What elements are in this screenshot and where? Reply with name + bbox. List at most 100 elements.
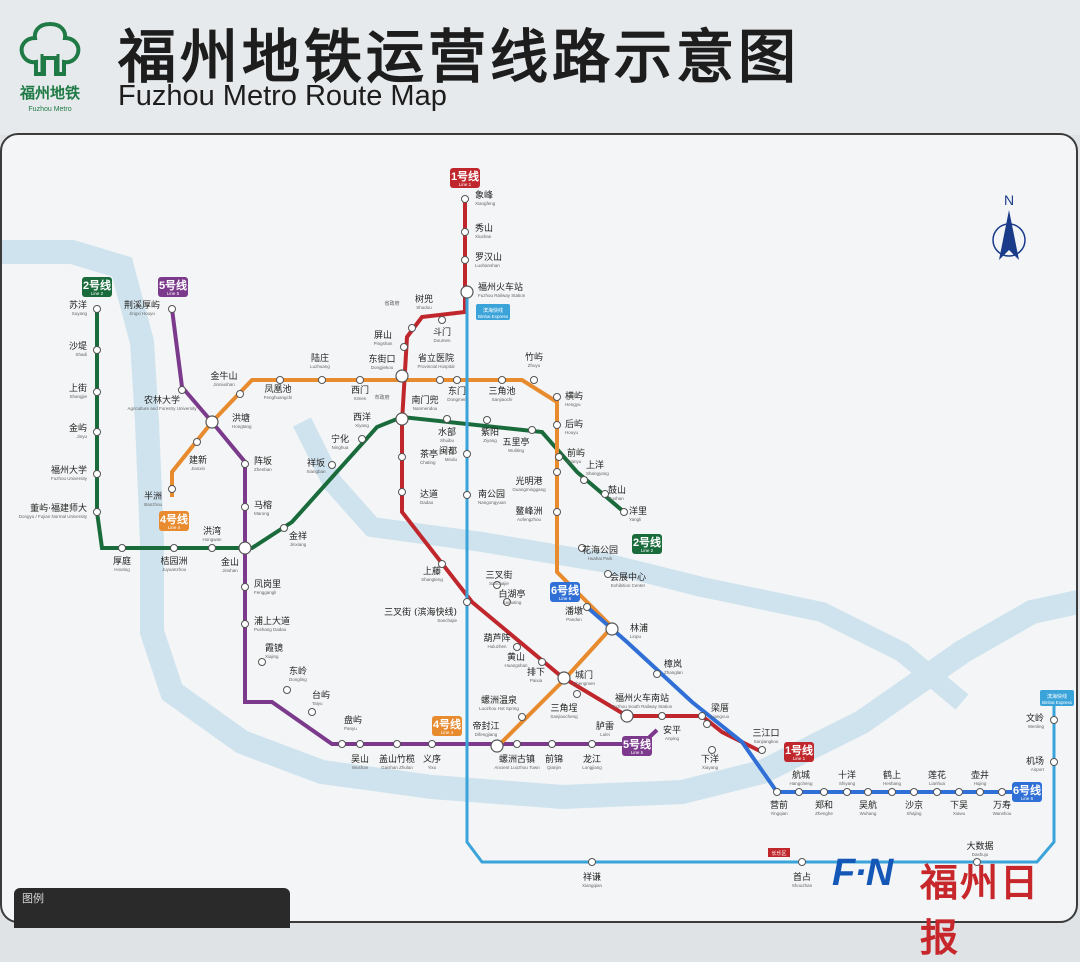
svg-text:Shadi: Shadi xyxy=(75,352,87,357)
logo-text: 福州地铁 xyxy=(19,84,80,102)
line5-badge-start: 5号线 Line 5 xyxy=(158,277,188,297)
legend-label: 图例 xyxy=(22,892,44,905)
svg-text:Linpu: Linpu xyxy=(630,634,642,639)
svg-text:Zhenban: Zhenban xyxy=(254,467,272,472)
svg-text:Ziyang: Ziyang xyxy=(483,438,497,443)
line1-badge-top: 1号线 Line 1 xyxy=(450,168,480,188)
station-label: 福州大学 xyxy=(51,464,87,476)
svg-text:Xiangban: Xiangban xyxy=(306,469,326,474)
airport-express-track xyxy=(465,292,1056,864)
station-label: 首占 xyxy=(793,871,811,883)
svg-text:Dadao: Dadao xyxy=(420,500,434,505)
svg-text:Dongmen: Dongmen xyxy=(447,397,467,402)
svg-text:Luzhuang: Luzhuang xyxy=(310,364,330,369)
svg-text:Dongjiekou: Dongjiekou xyxy=(371,365,394,370)
svg-text:Line 6: Line 6 xyxy=(1021,796,1034,801)
station-label: 农林大学 xyxy=(144,394,180,406)
station-label: 金山 xyxy=(221,556,239,568)
station-label: 白湖亭 xyxy=(498,588,525,600)
svg-text:Sanchajie: Sanchajie xyxy=(437,618,457,623)
station-label: 南公园 xyxy=(478,488,505,500)
station-label: 龙江 xyxy=(583,753,601,765)
svg-text:Line 5: Line 5 xyxy=(167,291,180,296)
station-label: 鳌峰洲 xyxy=(515,505,542,517)
svg-text:Pingshan: Pingshan xyxy=(374,341,393,346)
station-label: 会展中心 xyxy=(610,571,646,583)
svg-text:Guangminggang: Guangminggang xyxy=(512,487,546,492)
legend-panel: 图例 xyxy=(14,888,290,928)
station-label: 凤凰池 xyxy=(264,383,291,395)
svg-text:Exhibition Center: Exhibition Center xyxy=(611,583,646,588)
svg-text:Gaishan Zhulan: Gaishan Zhulan xyxy=(381,765,413,770)
svg-text:Jianxin: Jianxin xyxy=(191,466,206,471)
svg-text:Difengjiang: Difengjiang xyxy=(475,732,498,737)
station-label: 洪塘 xyxy=(232,412,250,424)
station-label: 水部 xyxy=(438,426,456,438)
station-label: 三角埕 xyxy=(550,702,577,714)
svg-text:Provincial Hospital: Provincial Hospital xyxy=(417,364,454,369)
line4-badge-end: 4号线 Line 4 xyxy=(432,716,462,736)
station-label: 帝封江 xyxy=(472,720,499,732)
line5-badge-end: 5号线 Line 5 xyxy=(622,736,652,756)
station-label: 上街 xyxy=(69,382,87,394)
svg-text:Xiushan: Xiushan xyxy=(475,234,492,239)
station-label: 竹屿 xyxy=(525,351,543,363)
airport-express-badge-top: 滨海快线 Binhai Express xyxy=(476,304,510,320)
transfer-markers xyxy=(205,285,634,753)
station-label: 桔园洲 xyxy=(160,555,187,567)
newspaper-watermark: F·N 福州日报 xyxy=(832,852,1072,960)
svg-text:Nanmendou: Nanmendou xyxy=(413,406,438,411)
station-label: 螺洲温泉 xyxy=(481,694,517,706)
svg-text:Lulei: Lulei xyxy=(600,732,610,737)
svg-text:Line 2: Line 2 xyxy=(641,548,654,553)
logo-subtext: Fuzhou Metro xyxy=(28,106,71,113)
station-dots xyxy=(93,195,1058,866)
svg-text:Agriculture and Forestry Unive: Agriculture and Forestry University xyxy=(127,406,197,411)
svg-text:2号线: 2号线 xyxy=(83,278,111,292)
svg-text:Jinxiang: Jinxiang xyxy=(290,542,307,547)
svg-text:2号线: 2号线 xyxy=(633,535,661,549)
station-label: 苏洋 xyxy=(69,299,87,311)
svg-text:Ximen: Ximen xyxy=(354,396,367,401)
svg-text:Line 5: Line 5 xyxy=(631,750,644,755)
line1-track xyxy=(400,197,763,754)
station-label: 排下 xyxy=(527,666,545,678)
line6-track xyxy=(585,605,1012,794)
compass: N xyxy=(992,192,1026,260)
line5-track xyxy=(170,308,659,746)
svg-text:Jinyu: Jinyu xyxy=(76,434,87,439)
svg-text:N: N xyxy=(1004,192,1014,208)
station-label: 罗汉山 xyxy=(475,252,502,263)
station-label: 螺洲古镇 xyxy=(499,753,535,765)
line1-badge-end: 1号线 Line 1 xyxy=(784,742,814,762)
station-label: 盖山竹榄 xyxy=(379,753,415,765)
svg-text:Liangcuo: Liangcuo xyxy=(711,714,730,719)
station-label: 十洋 xyxy=(838,769,856,781)
svg-text:Shangteng: Shangteng xyxy=(421,577,443,582)
svg-text:Shudou: Shudou xyxy=(416,305,432,310)
svg-text:Hongwan: Hongwan xyxy=(202,537,222,542)
station-label: 大数据 xyxy=(966,840,993,852)
svg-text:Dongling: Dongling xyxy=(289,677,307,682)
svg-text:Xiayang: Xiayang xyxy=(702,765,719,770)
svg-text:Marong: Marong xyxy=(254,511,270,516)
svg-text:Xiangqian: Xiangqian xyxy=(582,883,603,888)
svg-text:Longjiang: Longjiang xyxy=(582,765,602,770)
station-label: 树兜 xyxy=(415,293,433,305)
svg-text:Heshang: Heshang xyxy=(883,781,902,786)
svg-text:Luohanshan: Luohanshan xyxy=(475,263,500,268)
station-label: 福州火车站 xyxy=(478,281,523,293)
metro-map: 1号线 Line 1 1号线 Line 1 2号线 Line 2 2号线 Lin… xyxy=(2,168,1076,888)
svg-text:Lianhua: Lianhua xyxy=(929,781,946,786)
station-label: 马榕 xyxy=(254,499,272,511)
station-label: 营前 xyxy=(770,799,788,811)
svg-text:Chengmen: Chengmen xyxy=(573,681,596,686)
station-label: 陆庄 xyxy=(311,352,329,364)
svg-text:Xiangfeng: Xiangfeng xyxy=(475,201,496,206)
svg-text:Qianjin: Qianjin xyxy=(547,765,562,770)
svg-text:Fuzhou Railway Station: Fuzhou Railway Station xyxy=(478,293,526,298)
svg-text:Pushang Dadao: Pushang Dadao xyxy=(254,627,287,632)
station-label: 东门 xyxy=(448,385,466,397)
svg-text:Binhai Express: Binhai Express xyxy=(1042,700,1073,705)
line2-station-labels: 苏洋 Suyang 沙堤 Shadi 上街 Shangjie 金屿 Jinyu … xyxy=(19,299,647,573)
